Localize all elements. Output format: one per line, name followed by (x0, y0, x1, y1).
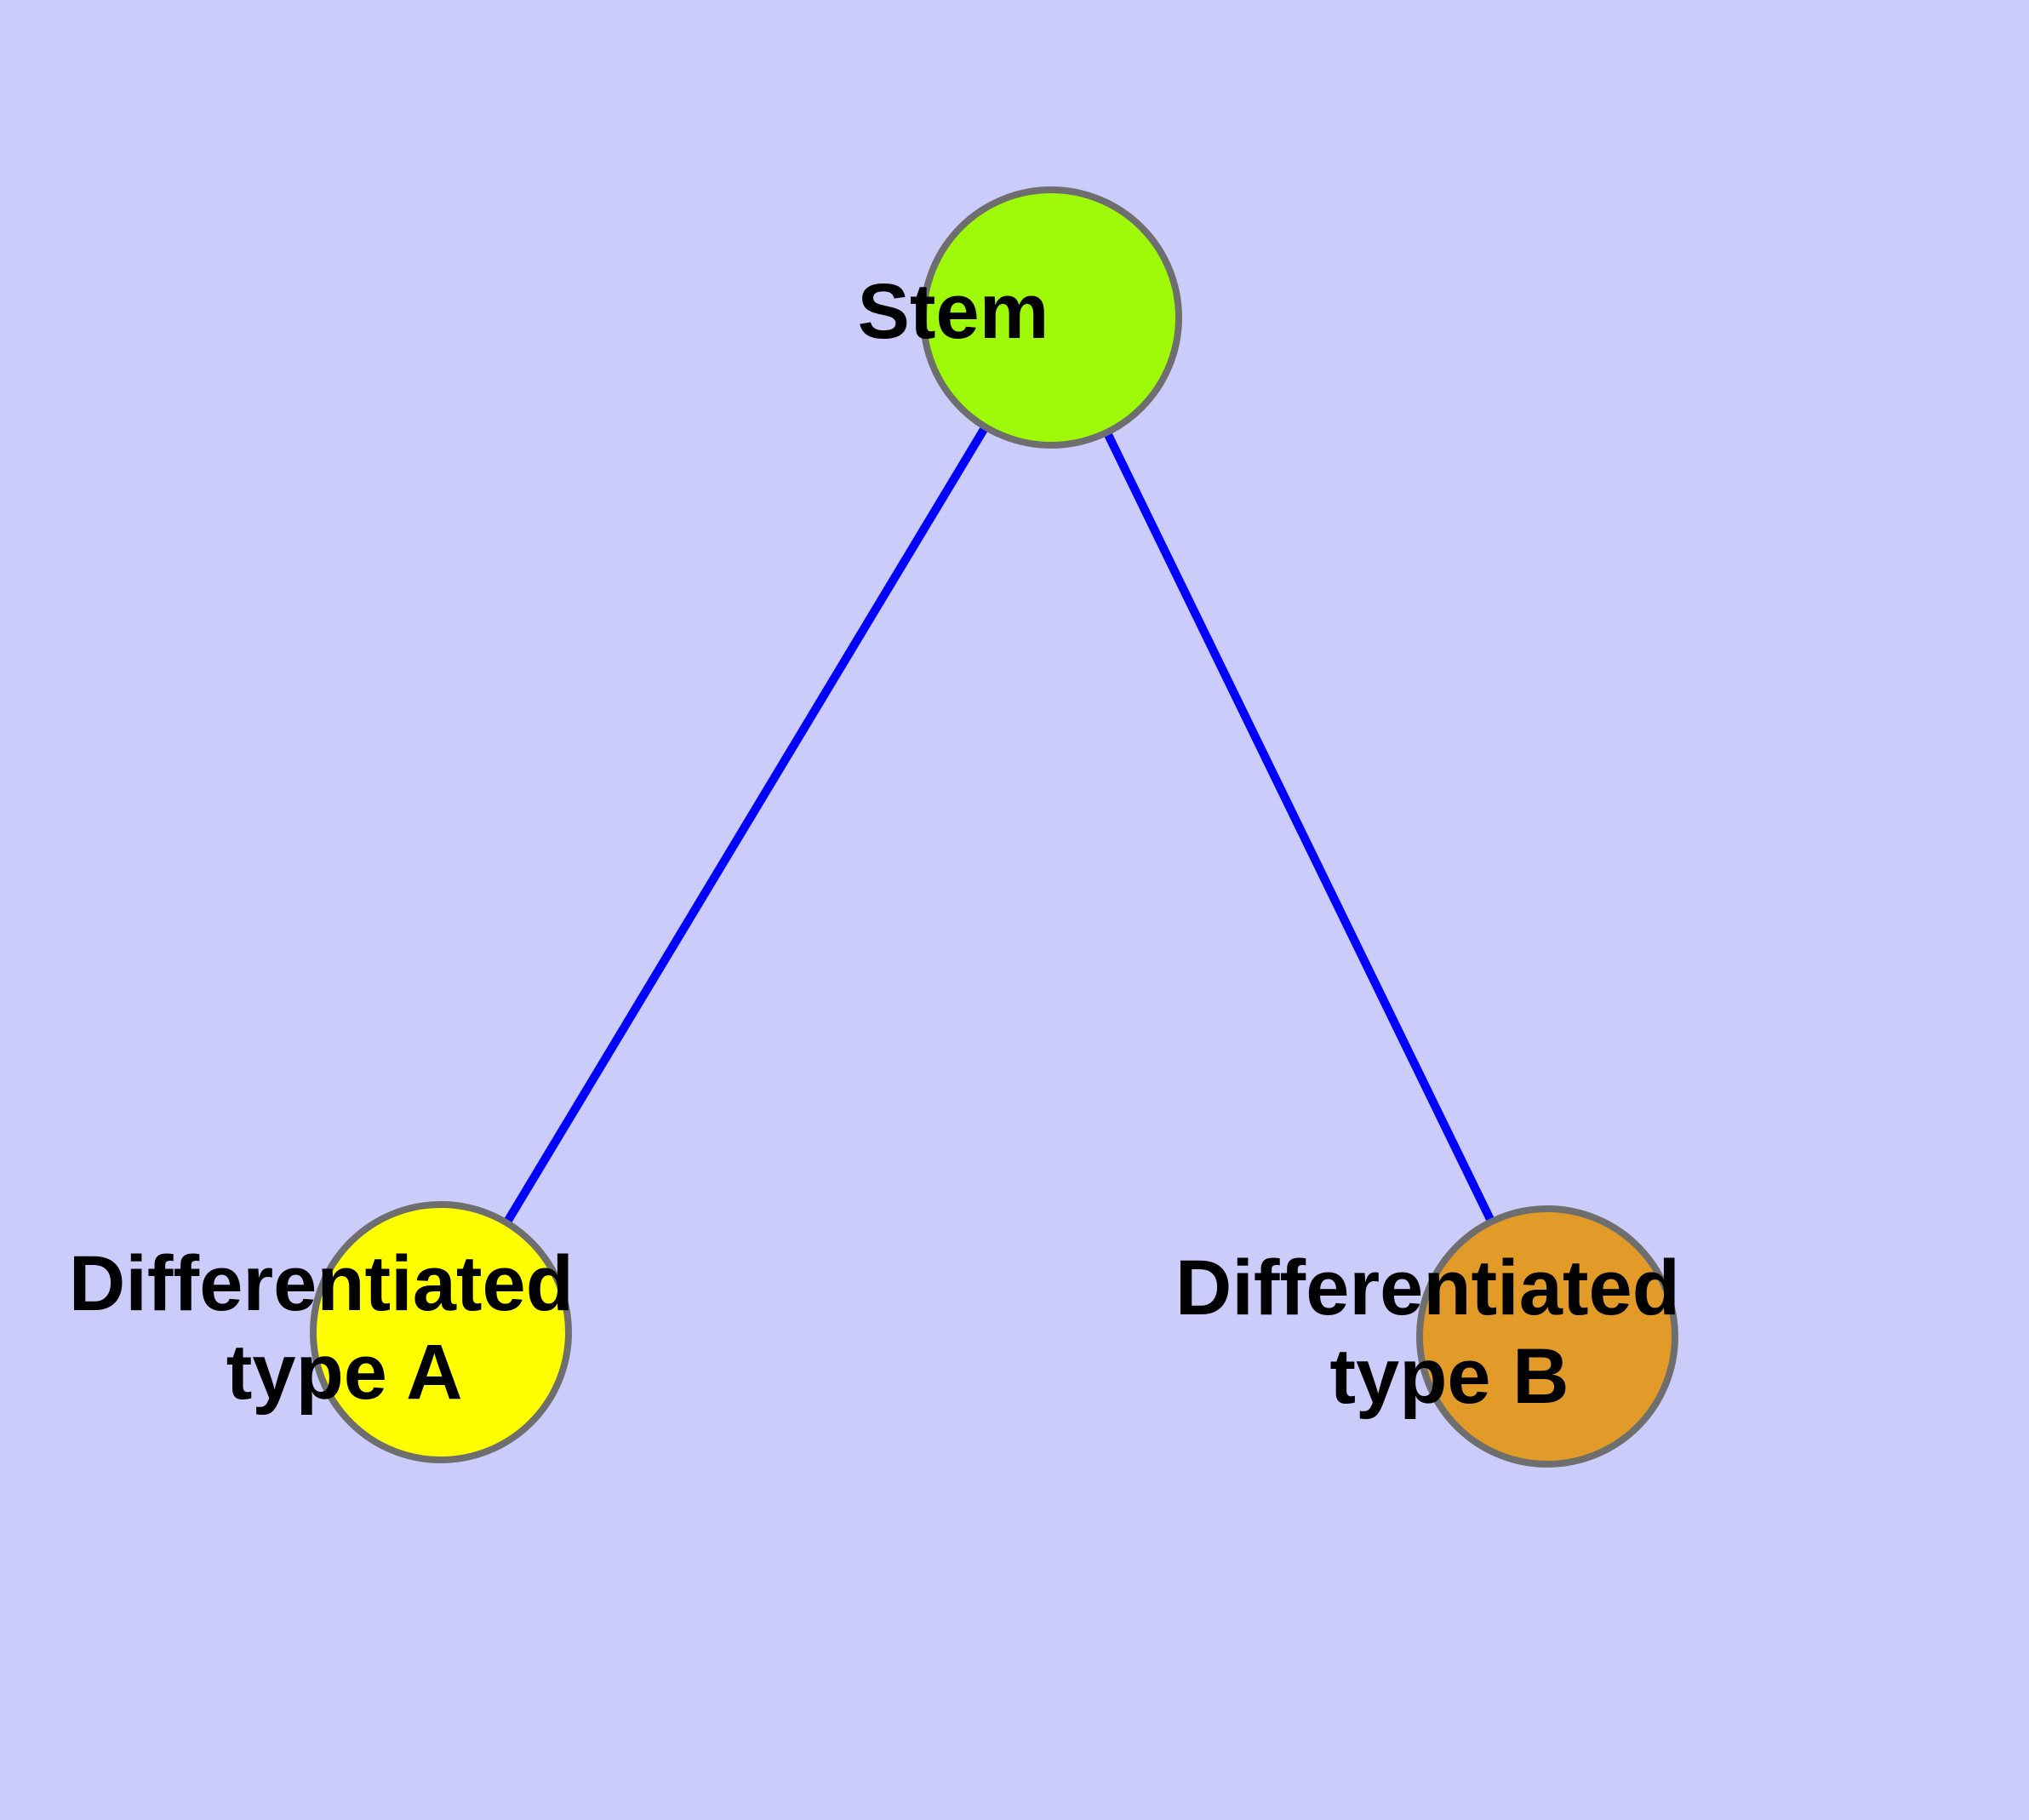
node-differentiated-type-a[interactable]: Differentiated type A (69, 1201, 813, 1463)
node-differentiated-type-b[interactable]: Differentiated type B (1175, 1205, 1919, 1468)
node-differentiated-type-b-label-line-1: Differentiated (1175, 1245, 1680, 1331)
node-differentiated-type-a-label-line-1: Differentiated (69, 1240, 574, 1327)
edge-stem-to-differentiated-type-a[interactable] (437, 315, 1055, 1335)
node-differentiated-type-b-label-line-2: type B (1329, 1333, 1569, 1420)
node-stem[interactable]: Stem (857, 186, 1244, 449)
edge-stem-to-differentiated-type-b[interactable] (1047, 315, 1552, 1339)
node-layer: Stem Differentiated type A Differentiate… (69, 186, 1919, 1468)
node-stem-circle[interactable] (920, 186, 1182, 449)
node-differentiated-type-a-circle[interactable] (310, 1201, 572, 1463)
node-differentiated-type-a-label-line-2: type A (226, 1329, 461, 1416)
node-differentiated-type-a-label: Differentiated type A (69, 1240, 813, 1416)
edge-layer (437, 315, 1552, 1339)
node-stem-label: Stem (857, 268, 1244, 355)
node-differentiated-type-b-label: Differentiated type B (1175, 1245, 1919, 1420)
node-differentiated-type-b-circle[interactable] (1416, 1205, 1678, 1468)
node-stem-label-line-1: Stem (857, 268, 1049, 355)
